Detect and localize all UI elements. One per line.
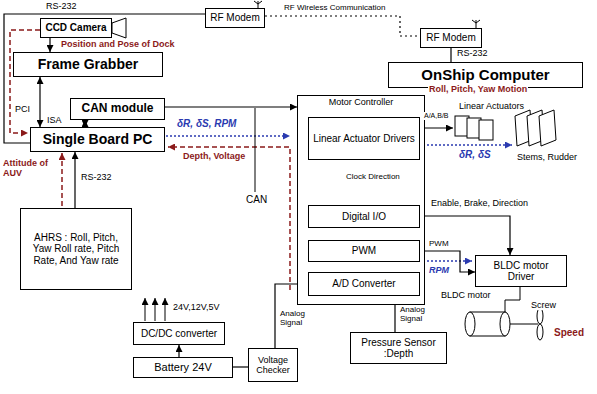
- can-box: CAN module: [70, 98, 165, 120]
- antenna: [254, 1, 262, 4]
- annotation-label: Stems, Rudder: [516, 152, 578, 162]
- linear-actuator-symbol: [455, 116, 493, 140]
- rudder-fin-symbol: [515, 110, 556, 146]
- connector-label: RF Wireless Communication: [283, 3, 386, 12]
- connector-label: RS-232: [80, 172, 113, 182]
- node-text: Digital I/O: [342, 211, 386, 223]
- node-text: A/D Converter: [332, 278, 395, 290]
- connector-label: Enable, Brake, Direction: [430, 198, 529, 208]
- pwm-box: PWM: [308, 240, 420, 262]
- node-text: DC/DC converter: [141, 328, 217, 340]
- annotation-label: Attitude of AUV: [2, 158, 54, 179]
- modem-box: RF Modem: [205, 8, 265, 28]
- screw-propeller-symbol: [537, 308, 543, 340]
- node-text: Battery 24V: [154, 361, 211, 374]
- sensor-box: Pressure Sensor :Depth: [350, 332, 447, 364]
- node-text: OnShip Computer: [421, 66, 549, 83]
- command-flow: [423, 144, 512, 146]
- connector: [450, 48, 451, 62]
- connector: [84, 120, 85, 127]
- annotation-label: 24V,12V,5V: [172, 302, 220, 312]
- node-text: CAN module: [82, 102, 154, 116]
- checker-box: Voltage Checker: [248, 348, 298, 382]
- motor-driver-box: BLDC motor Driver: [475, 255, 567, 287]
- node-text: RF Modem: [426, 32, 475, 44]
- node-text: Single Board PC: [43, 131, 153, 147]
- camera-box: CCD Camera: [40, 18, 112, 38]
- connector-label: PCI: [14, 104, 31, 114]
- connector: [74, 152, 75, 208]
- node-text: BLDC motor Driver: [479, 260, 563, 283]
- node-text: Pressure Sensor :Depth: [354, 337, 443, 360]
- connector-label: Clock Direction: [345, 172, 401, 181]
- annotation-label: Depth, Voltage: [182, 151, 246, 161]
- can-bus-wire: [255, 108, 256, 192]
- controller-box: Motor ControllerLinear Actuator DriversD…: [297, 95, 425, 305]
- annotation-label: Screw: [530, 300, 557, 310]
- converter-box: DC/DC converter: [133, 322, 225, 345]
- node-text: PWM: [352, 245, 376, 257]
- connector: [39, 77, 40, 127]
- node-text: Motor Controller: [329, 97, 394, 107]
- connector-label: RS-232: [456, 48, 489, 58]
- node-text: RF Modem: [210, 12, 259, 24]
- connector: [4, 14, 205, 143]
- depth-voltage-flow: [168, 147, 290, 290]
- annotation-label: Linear Actuators: [458, 101, 525, 111]
- annotation-label: Roll, Pitch, Yaw Motion: [428, 84, 528, 94]
- annotation-label: A/A,B/B: [423, 112, 450, 120]
- connector: [233, 366, 248, 367]
- connector: [265, 16, 420, 36]
- actuator-wire: [421, 128, 453, 129]
- node-text: Voltage Checker: [252, 355, 294, 376]
- connector: [49, 38, 50, 52]
- node-text: Linear Actuator Drivers: [313, 133, 415, 145]
- connector-label: Analog Signal: [279, 309, 317, 327]
- supply-arrows: [145, 298, 165, 321]
- camera-lens: [112, 18, 126, 38]
- connector-label: RS-232: [45, 1, 78, 11]
- modem-box: RF Modem: [420, 28, 482, 48]
- annotation-label: Speed: [553, 327, 585, 339]
- connector-label: ISA: [46, 115, 63, 125]
- motor-wire: [505, 287, 520, 312]
- connector-label: Analog Signal: [399, 305, 437, 323]
- connector: [420, 216, 510, 255]
- ahrs-box: AHRS : Roll, Pitch, Yaw Roll rate, Pitch…: [20, 208, 132, 290]
- connector-label: PWM: [428, 239, 450, 248]
- antenna: [476, 20, 477, 28]
- node-text: Frame Grabber: [38, 56, 138, 72]
- attitude-flow: [61, 153, 63, 206]
- annotation-label: RPM: [428, 265, 450, 275]
- bldc-motor-symbol: [465, 312, 538, 336]
- driver-box: Linear Actuator Drivers: [308, 117, 420, 160]
- connector: [165, 106, 297, 107]
- node-text: AHRS : Roll, Pitch, Yaw Roll rate, Pitch…: [24, 232, 128, 267]
- rpm-flow: [423, 260, 472, 262]
- grabber-box: Frame Grabber: [13, 52, 163, 77]
- antenna: [472, 20, 480, 23]
- adc-box: A/D Converter: [308, 272, 420, 296]
- annotation-label: δR, δS, RPM: [176, 118, 237, 130]
- connector: [178, 345, 179, 357]
- battery-box: Battery 24V: [133, 357, 233, 378]
- node-text: CCD Camera: [45, 22, 106, 34]
- annotation-label: Position and Pose of Dock: [60, 39, 176, 49]
- annotation-label: CAN: [245, 194, 268, 206]
- dock-pose-flow: [10, 30, 40, 133]
- annotation-label: δR, δS: [458, 149, 492, 161]
- pc-box: Single Board PC: [30, 127, 165, 152]
- io-box: Digital I/O: [308, 205, 420, 228]
- command-flow: [166, 135, 290, 137]
- annotation-label: BLDC motor: [440, 290, 492, 300]
